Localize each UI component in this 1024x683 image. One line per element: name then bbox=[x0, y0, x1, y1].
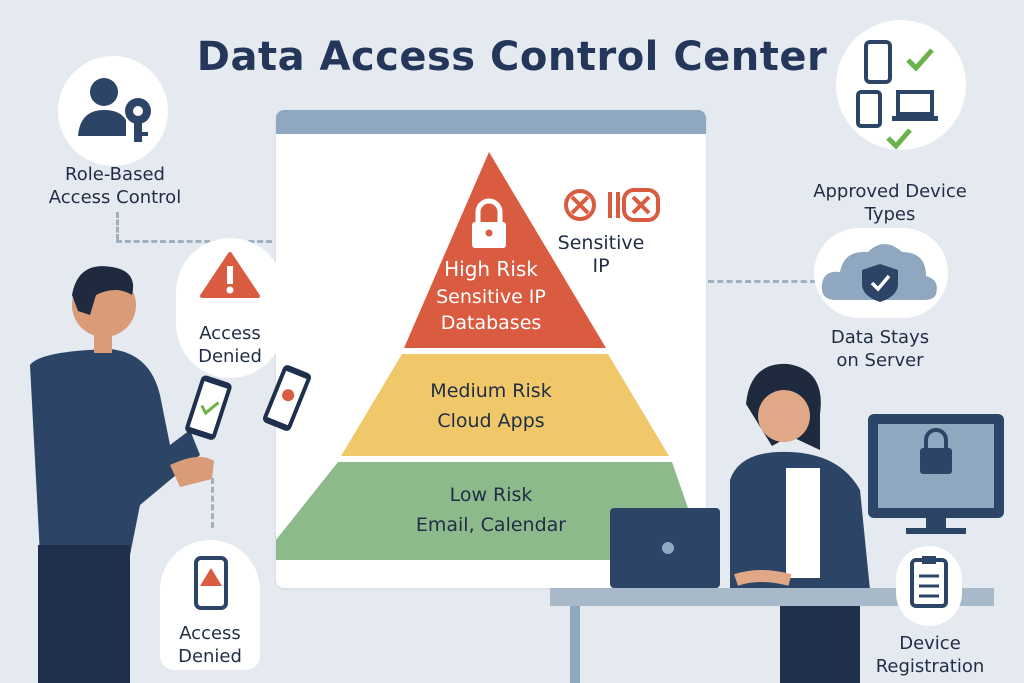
medium-risk-tier: Medium Risk Cloud Apps bbox=[376, 376, 606, 436]
approved-devices-label: Approved Device Types bbox=[790, 180, 990, 226]
high-risk-tier: High Risk Sensitive IP Databases bbox=[406, 254, 576, 336]
sensitive-ip-label: Sensitive IP bbox=[546, 232, 656, 278]
tier-item: Email, Calendar bbox=[415, 514, 567, 536]
cloud-circle bbox=[814, 228, 948, 318]
device-registration-circle bbox=[896, 546, 962, 626]
label-line: Device bbox=[899, 633, 961, 654]
label-line: Denied bbox=[198, 346, 262, 367]
pyramid-medium-tier bbox=[341, 354, 669, 456]
label-line: Approved Device bbox=[813, 181, 967, 202]
label-line: IP bbox=[592, 255, 610, 277]
pyramid-high-tier bbox=[404, 152, 606, 348]
risk-pyramid bbox=[276, 152, 706, 560]
label-line: Denied bbox=[178, 646, 242, 667]
phone-check-icon bbox=[185, 375, 232, 440]
blocked-icons bbox=[564, 188, 660, 222]
access-denied-bubble: Access Denied bbox=[176, 238, 284, 378]
label-line: Sensitive bbox=[557, 232, 645, 254]
access-denied-device-card: Access Denied bbox=[160, 540, 260, 670]
phone-warning-icon bbox=[194, 556, 228, 610]
approved-devices-circle bbox=[836, 20, 966, 150]
connector bbox=[211, 478, 214, 528]
warning-icon bbox=[200, 252, 260, 298]
label-line: Access bbox=[179, 623, 241, 644]
rbac-label-line: Role-Based bbox=[65, 164, 165, 185]
tier-item: Cloud Apps bbox=[437, 410, 545, 432]
device-registration-label: Device Registration bbox=[860, 632, 1000, 678]
access-denied-text: Access Denied bbox=[176, 322, 284, 368]
page-title: Data Access Control Center bbox=[196, 34, 828, 80]
risk-board: High Risk Sensitive IP Databases Sensiti… bbox=[276, 110, 706, 588]
man-with-phone-illustration bbox=[30, 266, 312, 683]
tier-label: Low Risk bbox=[449, 484, 533, 506]
low-risk-tier: Low Risk Email, Calendar bbox=[356, 480, 626, 540]
clipboard-icon bbox=[910, 556, 948, 608]
label-line: Registration bbox=[875, 656, 985, 677]
tier-label: High Risk bbox=[444, 257, 538, 281]
data-stays-label: Data Stays on Server bbox=[800, 326, 960, 372]
connector bbox=[708, 280, 816, 283]
cloud-shield-icon bbox=[821, 244, 937, 302]
tier-label: Medium Risk bbox=[430, 380, 552, 402]
label-line: Data Stays bbox=[830, 327, 930, 348]
board-top-bar bbox=[276, 110, 706, 134]
devices-check-icon bbox=[856, 40, 938, 150]
label-line: Access bbox=[199, 323, 261, 344]
connector bbox=[116, 212, 119, 240]
tier-item: Databases bbox=[440, 312, 542, 334]
lock-icon bbox=[472, 198, 506, 248]
phone-denied-icon bbox=[262, 365, 312, 431]
pyramid-low-tier bbox=[276, 462, 706, 560]
rbac-icon-circle bbox=[58, 56, 168, 166]
rbac-label: Role-Based Access Control bbox=[30, 163, 200, 209]
tier-item: Sensitive IP bbox=[436, 286, 546, 308]
connector bbox=[116, 240, 272, 243]
user-key-icon bbox=[78, 78, 151, 142]
label-line: Types bbox=[864, 204, 916, 225]
access-denied-text: Access Denied bbox=[160, 622, 260, 668]
rbac-label-line: Access Control bbox=[48, 187, 182, 208]
woman-at-laptop-illustration bbox=[550, 363, 1004, 683]
label-line: on Server bbox=[836, 350, 924, 371]
